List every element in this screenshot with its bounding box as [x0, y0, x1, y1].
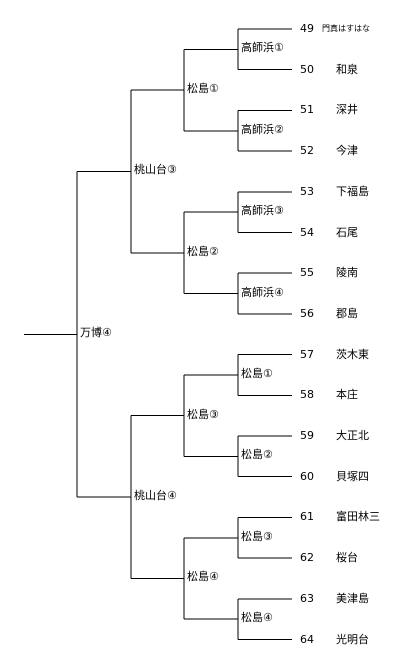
team-name: 貝塚四 [336, 469, 369, 483]
team-seed-number: 64 [300, 632, 314, 646]
team-seed-number: 61 [300, 510, 314, 524]
round1-venue-label: 松島③ [240, 529, 274, 543]
team-name: 桜台 [336, 551, 358, 565]
team-seed-number: 56 [300, 306, 314, 320]
team-name: 今津 [336, 144, 358, 158]
team-seed-number: 51 [300, 103, 314, 117]
team-seed-number: 54 [300, 225, 314, 239]
team-name: 富田林三 [336, 510, 380, 524]
team-name: 石尾 [336, 225, 358, 239]
round2-venue-label: 松島③ [186, 407, 220, 421]
team-name: 陵南 [336, 266, 358, 280]
round1-venue-label: 松島① [240, 366, 274, 380]
team-seed-number: 59 [300, 429, 314, 442]
team-name: 光明台 [336, 632, 369, 646]
team-name: 深井 [336, 103, 358, 117]
team-seed-number: 50 [300, 62, 314, 76]
team-name: 和泉 [336, 62, 358, 76]
team-seed-number: 57 [300, 347, 314, 361]
round2-venue-label: 松島④ [186, 570, 220, 584]
team-name: 門真はすはな [322, 24, 370, 33]
team-seed-number: 63 [300, 591, 314, 605]
team-name: 大正北 [336, 429, 369, 442]
team-name: 美津島 [336, 591, 369, 605]
team-name: 下福島 [336, 184, 369, 198]
team-seed-number: 55 [300, 266, 314, 280]
team-seed-number: 58 [300, 388, 314, 402]
team-seed-number: 62 [300, 551, 314, 565]
team-name: 郡島 [336, 306, 358, 320]
round3-venue-label: 桃山台③ [133, 163, 178, 177]
round3-venue-label: 桃山台④ [133, 489, 178, 503]
team-name: 茨木東 [336, 347, 369, 361]
round1-venue-label: 高師浜③ [240, 204, 285, 218]
round1-venue-label: 高師浜② [240, 122, 285, 136]
team-seed-number: 60 [300, 469, 314, 483]
team-seed-number: 49 [300, 22, 314, 35]
round1-venue-label: 松島④ [240, 611, 274, 625]
team-name: 本庄 [336, 388, 358, 402]
final-venue-label: 万博④ [79, 326, 113, 340]
round2-venue-label: 松島① [186, 82, 220, 96]
team-seed-number: 52 [300, 144, 314, 158]
team-seed-number: 53 [300, 184, 314, 198]
round2-venue-label: 松島② [186, 244, 220, 258]
round1-venue-label: 高師浜④ [240, 285, 285, 299]
round1-venue-label: 高師浜① [240, 41, 285, 55]
round1-venue-label: 松島② [240, 448, 274, 462]
